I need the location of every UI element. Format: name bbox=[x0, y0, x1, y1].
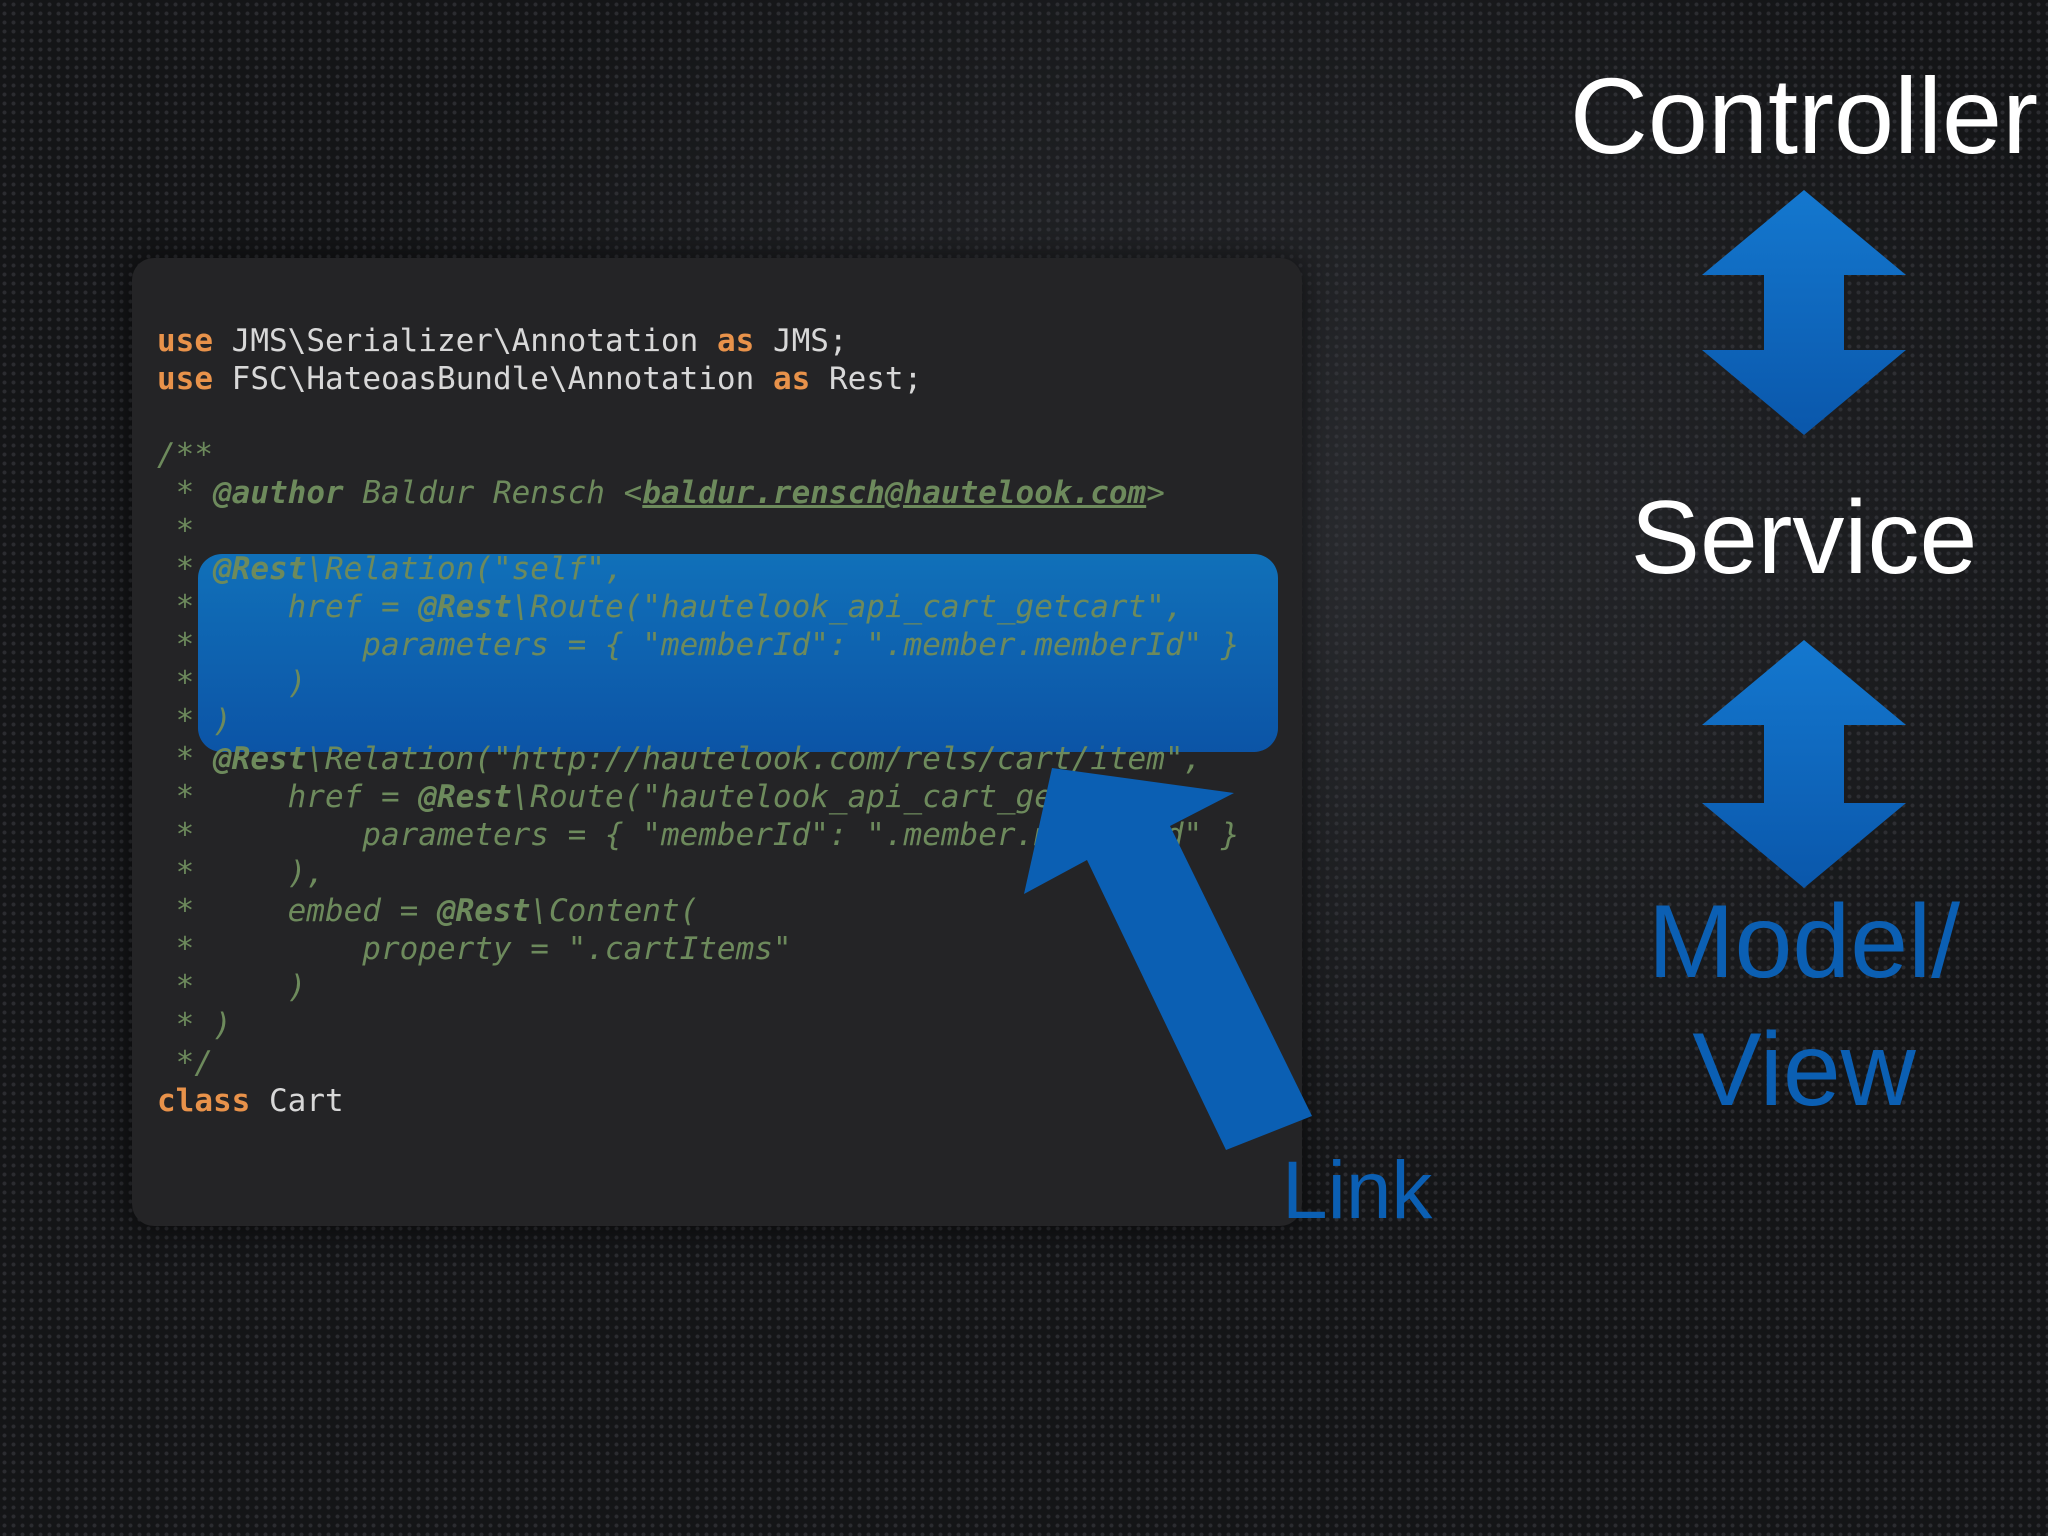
content-annotation: \Content( bbox=[530, 893, 699, 929]
code-line-close-content: * ) bbox=[157, 969, 307, 1005]
code-line-blank bbox=[157, 398, 1240, 436]
code-line-href-item: * href = @Rest\Route("hautelook_api_cart… bbox=[157, 778, 1240, 816]
code-line-close-relation-item: * ) bbox=[157, 1007, 232, 1043]
keyword-use: use bbox=[157, 361, 213, 397]
relation-self: \Relation("self", bbox=[306, 551, 624, 587]
keyword-use: use bbox=[157, 323, 213, 359]
alias-rest: Rest; bbox=[828, 361, 923, 397]
code-line-relation-self: * @Rest\Relation("self", bbox=[157, 550, 1240, 588]
code-line-close-route-comma: * ), bbox=[157, 855, 325, 891]
rest-tag: @Rest bbox=[418, 779, 512, 815]
comment-star: * bbox=[157, 475, 213, 511]
rest-tag: @Rest bbox=[436, 893, 531, 929]
code-line-author: * @author Baldur Rensch <baldur.rensch@h… bbox=[157, 474, 1240, 512]
model-view-label: Model/ View bbox=[1560, 878, 2048, 1134]
relation-item: \Relation("http://hautelook.com/rels/car… bbox=[306, 741, 1203, 777]
code-line-property: * property = ".cartItems" bbox=[157, 931, 792, 967]
code-line-close-relation: * ) bbox=[157, 703, 232, 739]
self-relation-highlight bbox=[198, 554, 1278, 752]
namespace-jms: JMS\Serializer\Annotation bbox=[231, 323, 699, 359]
comment-star: * bbox=[157, 551, 213, 587]
author-name: Baldur Rensch < bbox=[343, 475, 643, 511]
code-line-blank-star: * bbox=[157, 513, 195, 549]
view-label: View bbox=[1692, 1012, 1916, 1128]
code-line-embed: * embed = @Rest\Content( bbox=[157, 892, 1240, 930]
href-prefix: * href = bbox=[157, 589, 419, 625]
code-line-href-self: * href = @Rest\Route("hautelook_api_cart… bbox=[157, 588, 1240, 626]
rest-tag: @Rest bbox=[418, 589, 512, 625]
route-getcart: \Route("hautelook_api_cart_getcart", bbox=[511, 589, 1184, 625]
alias-jms: JMS; bbox=[772, 323, 848, 359]
code-line-use-jms: use JMS\Serializer\Annotation as JMS; bbox=[157, 322, 1240, 360]
keyword-class: class bbox=[157, 1083, 251, 1119]
code-line-doc-close: */ bbox=[157, 1045, 213, 1081]
double-arrow-icon bbox=[1702, 190, 1906, 435]
model-label: Model/ bbox=[1647, 884, 1961, 1000]
namespace-hateoas: FSC\HateoasBundle\Annotation bbox=[231, 361, 755, 397]
code-line-close-route: * ) bbox=[157, 665, 307, 701]
rest-tag: @Rest bbox=[213, 551, 307, 587]
rest-tag: @Rest bbox=[213, 741, 307, 777]
code-line-class: class Cart bbox=[157, 1082, 1240, 1120]
code-block: use JMS\Serializer\Annotation as JMS;use… bbox=[157, 322, 1240, 1120]
author-close: > bbox=[1146, 475, 1165, 511]
author-tag: @author bbox=[213, 475, 344, 511]
service-label: Service bbox=[1630, 480, 1978, 596]
embed-prefix: * embed = bbox=[157, 893, 437, 929]
comment-star: * bbox=[157, 741, 213, 777]
code-line-use-rest: use FSC\HateoasBundle\Annotation as Rest… bbox=[157, 360, 1240, 398]
code-line-relation-item: * @Rest\Relation("http://hautelook.com/r… bbox=[157, 740, 1240, 778]
code-line-doc-open: /** bbox=[157, 437, 213, 473]
code-line-params-self: * parameters = { "memberId": ".member.me… bbox=[157, 627, 1240, 663]
href-prefix: * href = bbox=[157, 779, 419, 815]
link-label: Link bbox=[1282, 1145, 1433, 1236]
double-arrow-icon bbox=[1702, 640, 1906, 888]
code-line-params-item: * parameters = { "memberId": ".member.me… bbox=[157, 817, 1240, 853]
keyword-as: as bbox=[772, 361, 811, 397]
route-getcart: \Route("hautelook_api_cart_getcart", bbox=[511, 779, 1184, 815]
class-name: Cart bbox=[250, 1083, 344, 1119]
author-email-link[interactable]: baldur.rensch@hautelook.com bbox=[642, 475, 1147, 511]
controller-label: Controller bbox=[1569, 55, 2039, 176]
keyword-as: as bbox=[716, 323, 755, 359]
